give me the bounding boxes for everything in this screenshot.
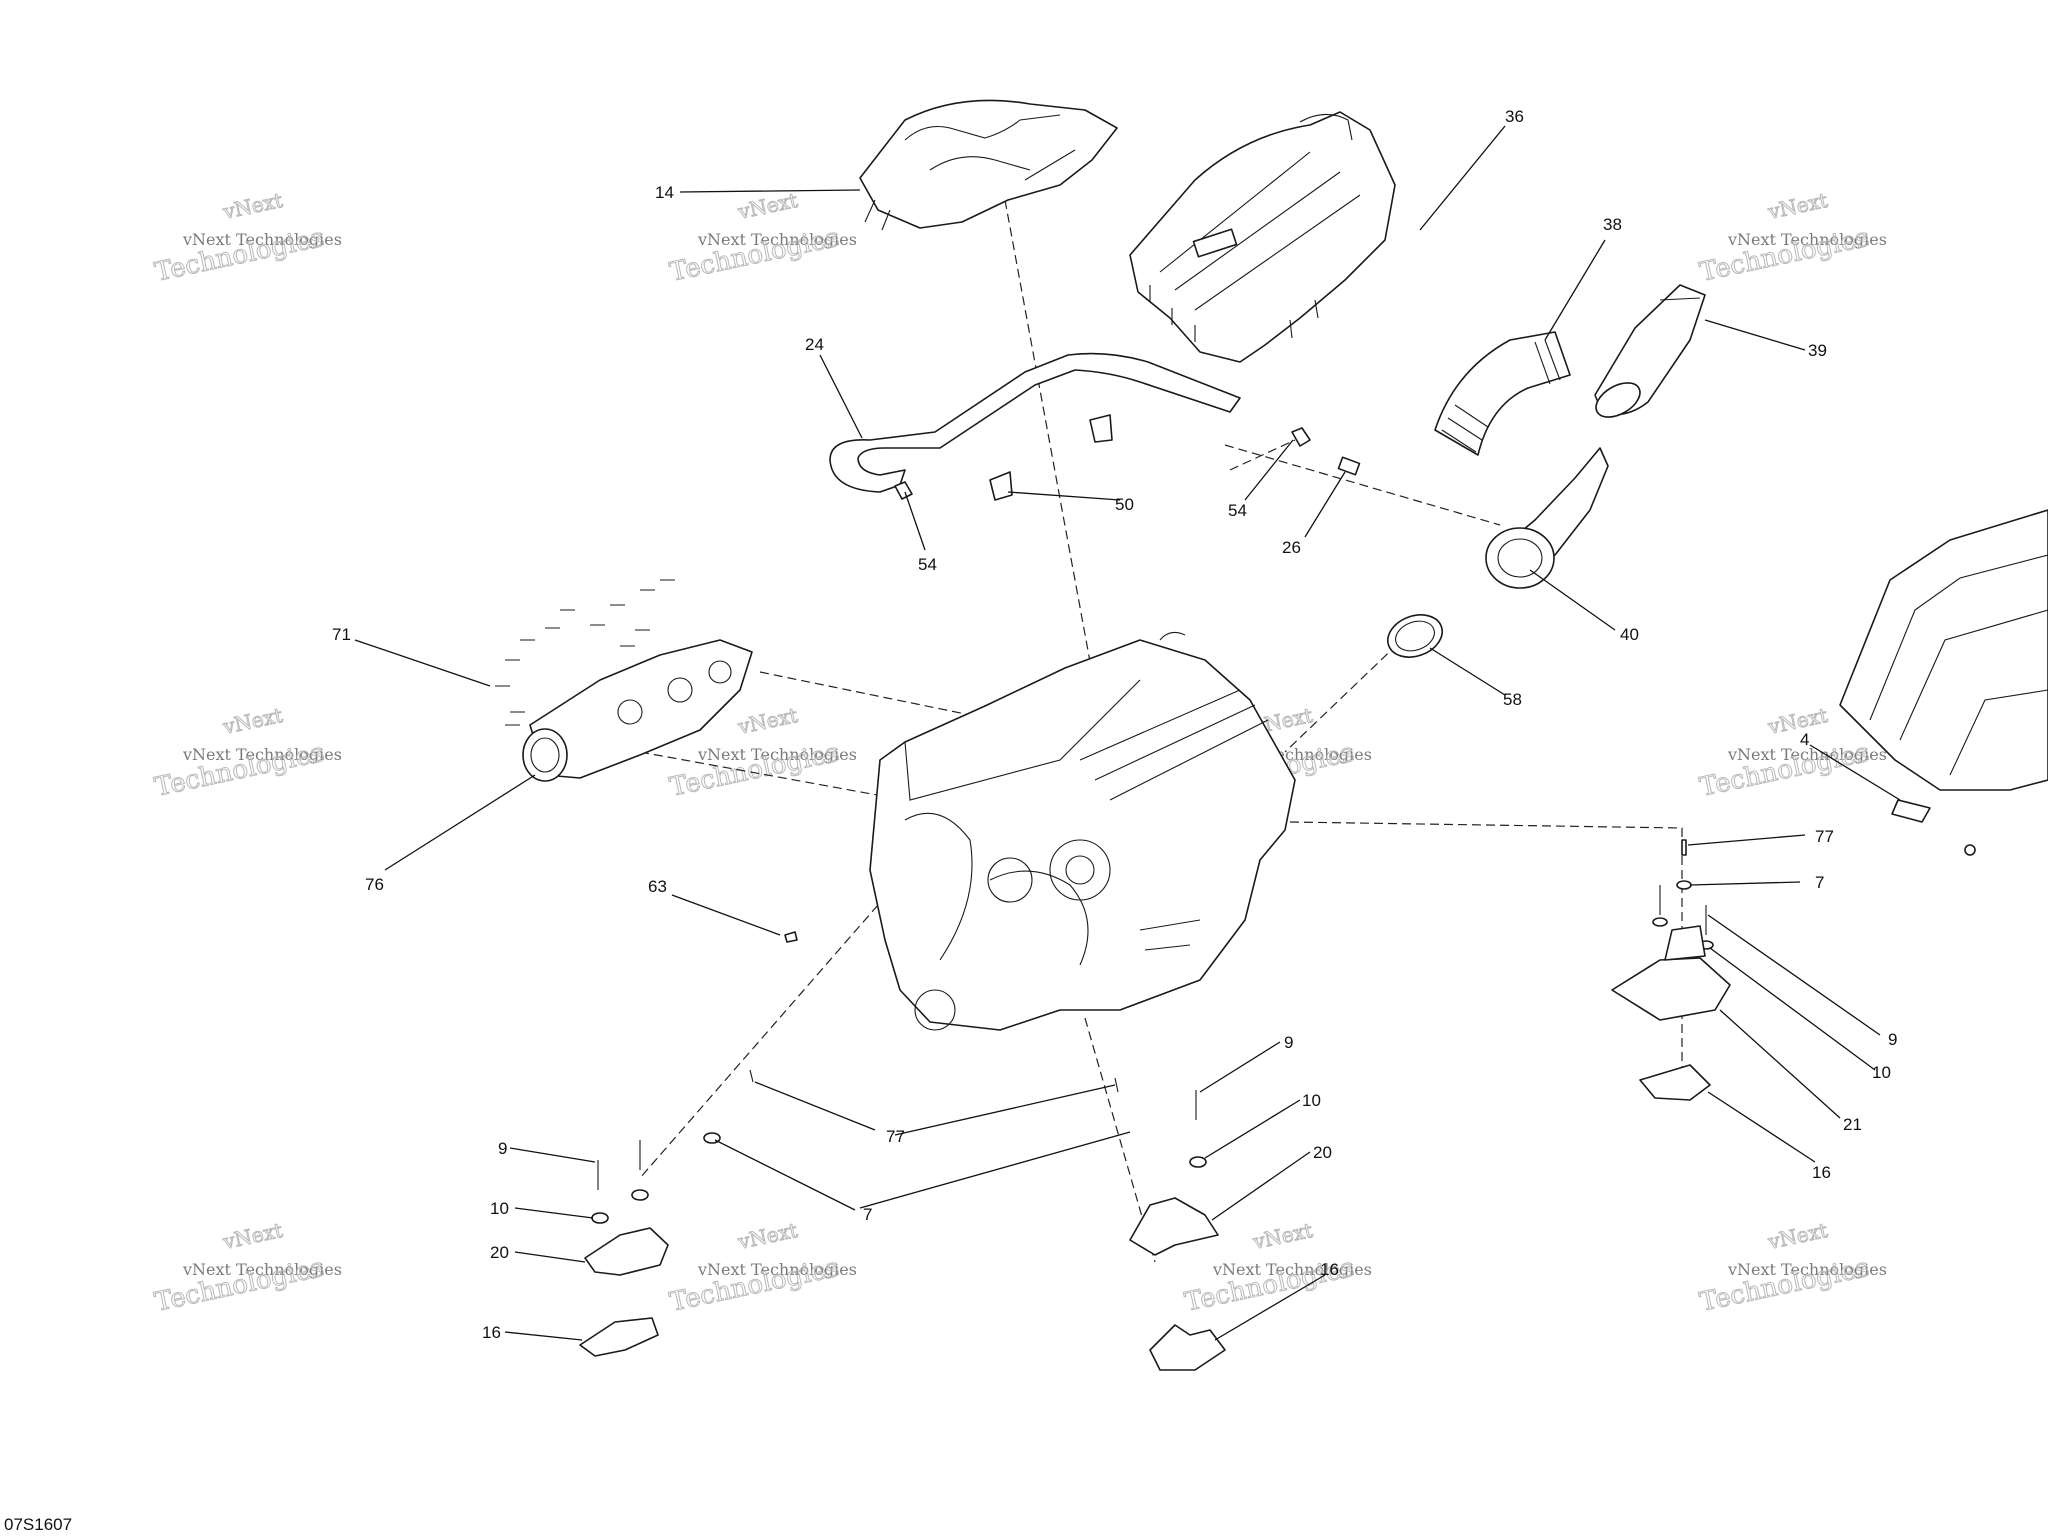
callout-9: 9: [1284, 1033, 1293, 1052]
svg-text:vNext Technologies: vNext Technologies: [697, 230, 857, 249]
oil-pan-part: [1839, 509, 2048, 791]
clip-50a: [1089, 414, 1113, 443]
callout-9: 9: [498, 1139, 507, 1158]
intake-adapter-part: [1485, 447, 1609, 589]
clamp-ring-part: [1387, 614, 1443, 658]
shim-16l: [579, 1317, 659, 1357]
document-number: 07S1607: [4, 1515, 72, 1534]
callout-9: 9: [1888, 1030, 1897, 1049]
intake-hose-part: [1434, 331, 1571, 456]
air-duct-part: [1594, 284, 1706, 418]
callout-10: 10: [490, 1199, 509, 1218]
watermark: vNext vNext Technologies Technologies: [152, 702, 342, 803]
callout-50: 50: [1115, 495, 1134, 514]
watermark: vNext vNext Technologies Technologies: [667, 1217, 857, 1318]
callout-14: 14: [655, 183, 674, 202]
svg-text:vNext: vNext: [220, 188, 285, 224]
watermark: vNext vNext Technologies Technologies: [152, 187, 342, 288]
callout-40: 40: [1620, 625, 1639, 644]
pins-77c: [749, 1069, 1119, 1093]
svg-text:vNext: vNext: [220, 1218, 285, 1254]
small-parts: [579, 414, 1976, 1371]
callout-54: 54: [918, 555, 937, 574]
svg-text:vNext Technologies: vNext Technologies: [697, 745, 857, 764]
svg-text:vNext: vNext: [1765, 703, 1830, 739]
callout-26: 26: [1282, 538, 1301, 557]
engine-mount-21: [1611, 957, 1731, 1021]
watermark: vNext vNext Technologies Technologies: [1697, 1217, 1887, 1318]
svg-text:vNext: vNext: [220, 703, 285, 739]
watermark: vNext vNext Technologies Technologies: [667, 187, 857, 288]
bolts-9l: [597, 1140, 641, 1190]
callout-20: 20: [490, 1243, 509, 1262]
svg-text:vNext: vNext: [735, 703, 800, 739]
engine-cover-part: [859, 99, 1118, 231]
callout-38: 38: [1603, 215, 1622, 234]
callout-7: 7: [863, 1205, 872, 1224]
svg-text:vNext: vNext: [1765, 188, 1830, 224]
clip-50b: [989, 471, 1013, 501]
engine-mount-20l: [584, 1227, 669, 1276]
leader-lines: [354, 125, 1901, 1341]
callout-16: 16: [482, 1323, 501, 1342]
washer-10l: [591, 1212, 609, 1224]
bolt-9r: [1659, 885, 1707, 935]
callout-16: 16: [1812, 1163, 1831, 1182]
callout-4: 4: [1800, 730, 1809, 749]
hose-clamp-54: [1291, 427, 1311, 447]
svg-text:vNext Technologies: vNext Technologies: [1727, 230, 1887, 249]
callout-39: 39: [1808, 341, 1827, 360]
manifold-bolts: [495, 579, 675, 726]
callout-labels: 14 36 38 39 24 50 54 54 26 40 58 71 76 6…: [332, 107, 1897, 1342]
svg-text:vNext: vNext: [735, 188, 800, 224]
watermark: vNext vNext Technologies Technologies: [152, 1217, 342, 1318]
svg-text:vNext Technologies: vNext Technologies: [1727, 1260, 1887, 1279]
pin-77r: [1681, 839, 1687, 856]
callout-63: 63: [648, 877, 667, 896]
watermark: vNext vNext Technologies Technologies: [1697, 187, 1887, 288]
svg-text:vNext Technologies: vNext Technologies: [1727, 745, 1887, 764]
airbox-part: [1129, 111, 1396, 363]
callout-58: 58: [1503, 690, 1522, 709]
svg-text:vNext Technologies: vNext Technologies: [1212, 1260, 1372, 1279]
plug-63: [784, 931, 798, 943]
callout-10: 10: [1302, 1091, 1321, 1110]
callout-77: 77: [1815, 827, 1834, 846]
svg-text:vNext: vNext: [1765, 1218, 1830, 1254]
callout-21: 21: [1843, 1115, 1862, 1134]
svg-text:vNext: vNext: [1250, 1218, 1315, 1254]
fastener: [1964, 844, 1976, 856]
svg-text:vNext: vNext: [735, 1218, 800, 1254]
callout-71: 71: [332, 625, 351, 644]
callout-36: 36: [1505, 107, 1524, 126]
callout-16: 16: [1320, 1260, 1339, 1279]
svg-text:vNext Technologies: vNext Technologies: [182, 745, 342, 764]
throttle-body-part: [522, 639, 753, 782]
washer-10c: [1189, 1156, 1207, 1168]
hose-clamp-54b: [894, 481, 913, 500]
washer-7r: [1676, 880, 1692, 890]
breather-hose-part: [829, 352, 1241, 493]
svg-text:vNext Technologies: vNext Technologies: [182, 230, 342, 249]
shim-16c: [1149, 1324, 1226, 1371]
svg-text:vNext Technologies: vNext Technologies: [182, 1260, 342, 1279]
callout-10: 10: [1872, 1063, 1891, 1082]
fitting-26: [1337, 456, 1361, 476]
part-4: [1891, 799, 1931, 823]
callout-77: 77: [886, 1127, 905, 1146]
engine-mount-20c: [1129, 1197, 1219, 1256]
svg-text:vNext Technologies: vNext Technologies: [697, 1260, 857, 1279]
engine-block-part: [869, 631, 1296, 1031]
callout-7: 7: [1815, 873, 1824, 892]
callout-20: 20: [1313, 1143, 1332, 1162]
callout-54: 54: [1228, 501, 1247, 520]
callout-24: 24: [805, 335, 824, 354]
callout-76: 76: [365, 875, 384, 894]
shim-16r: [1639, 1064, 1711, 1101]
